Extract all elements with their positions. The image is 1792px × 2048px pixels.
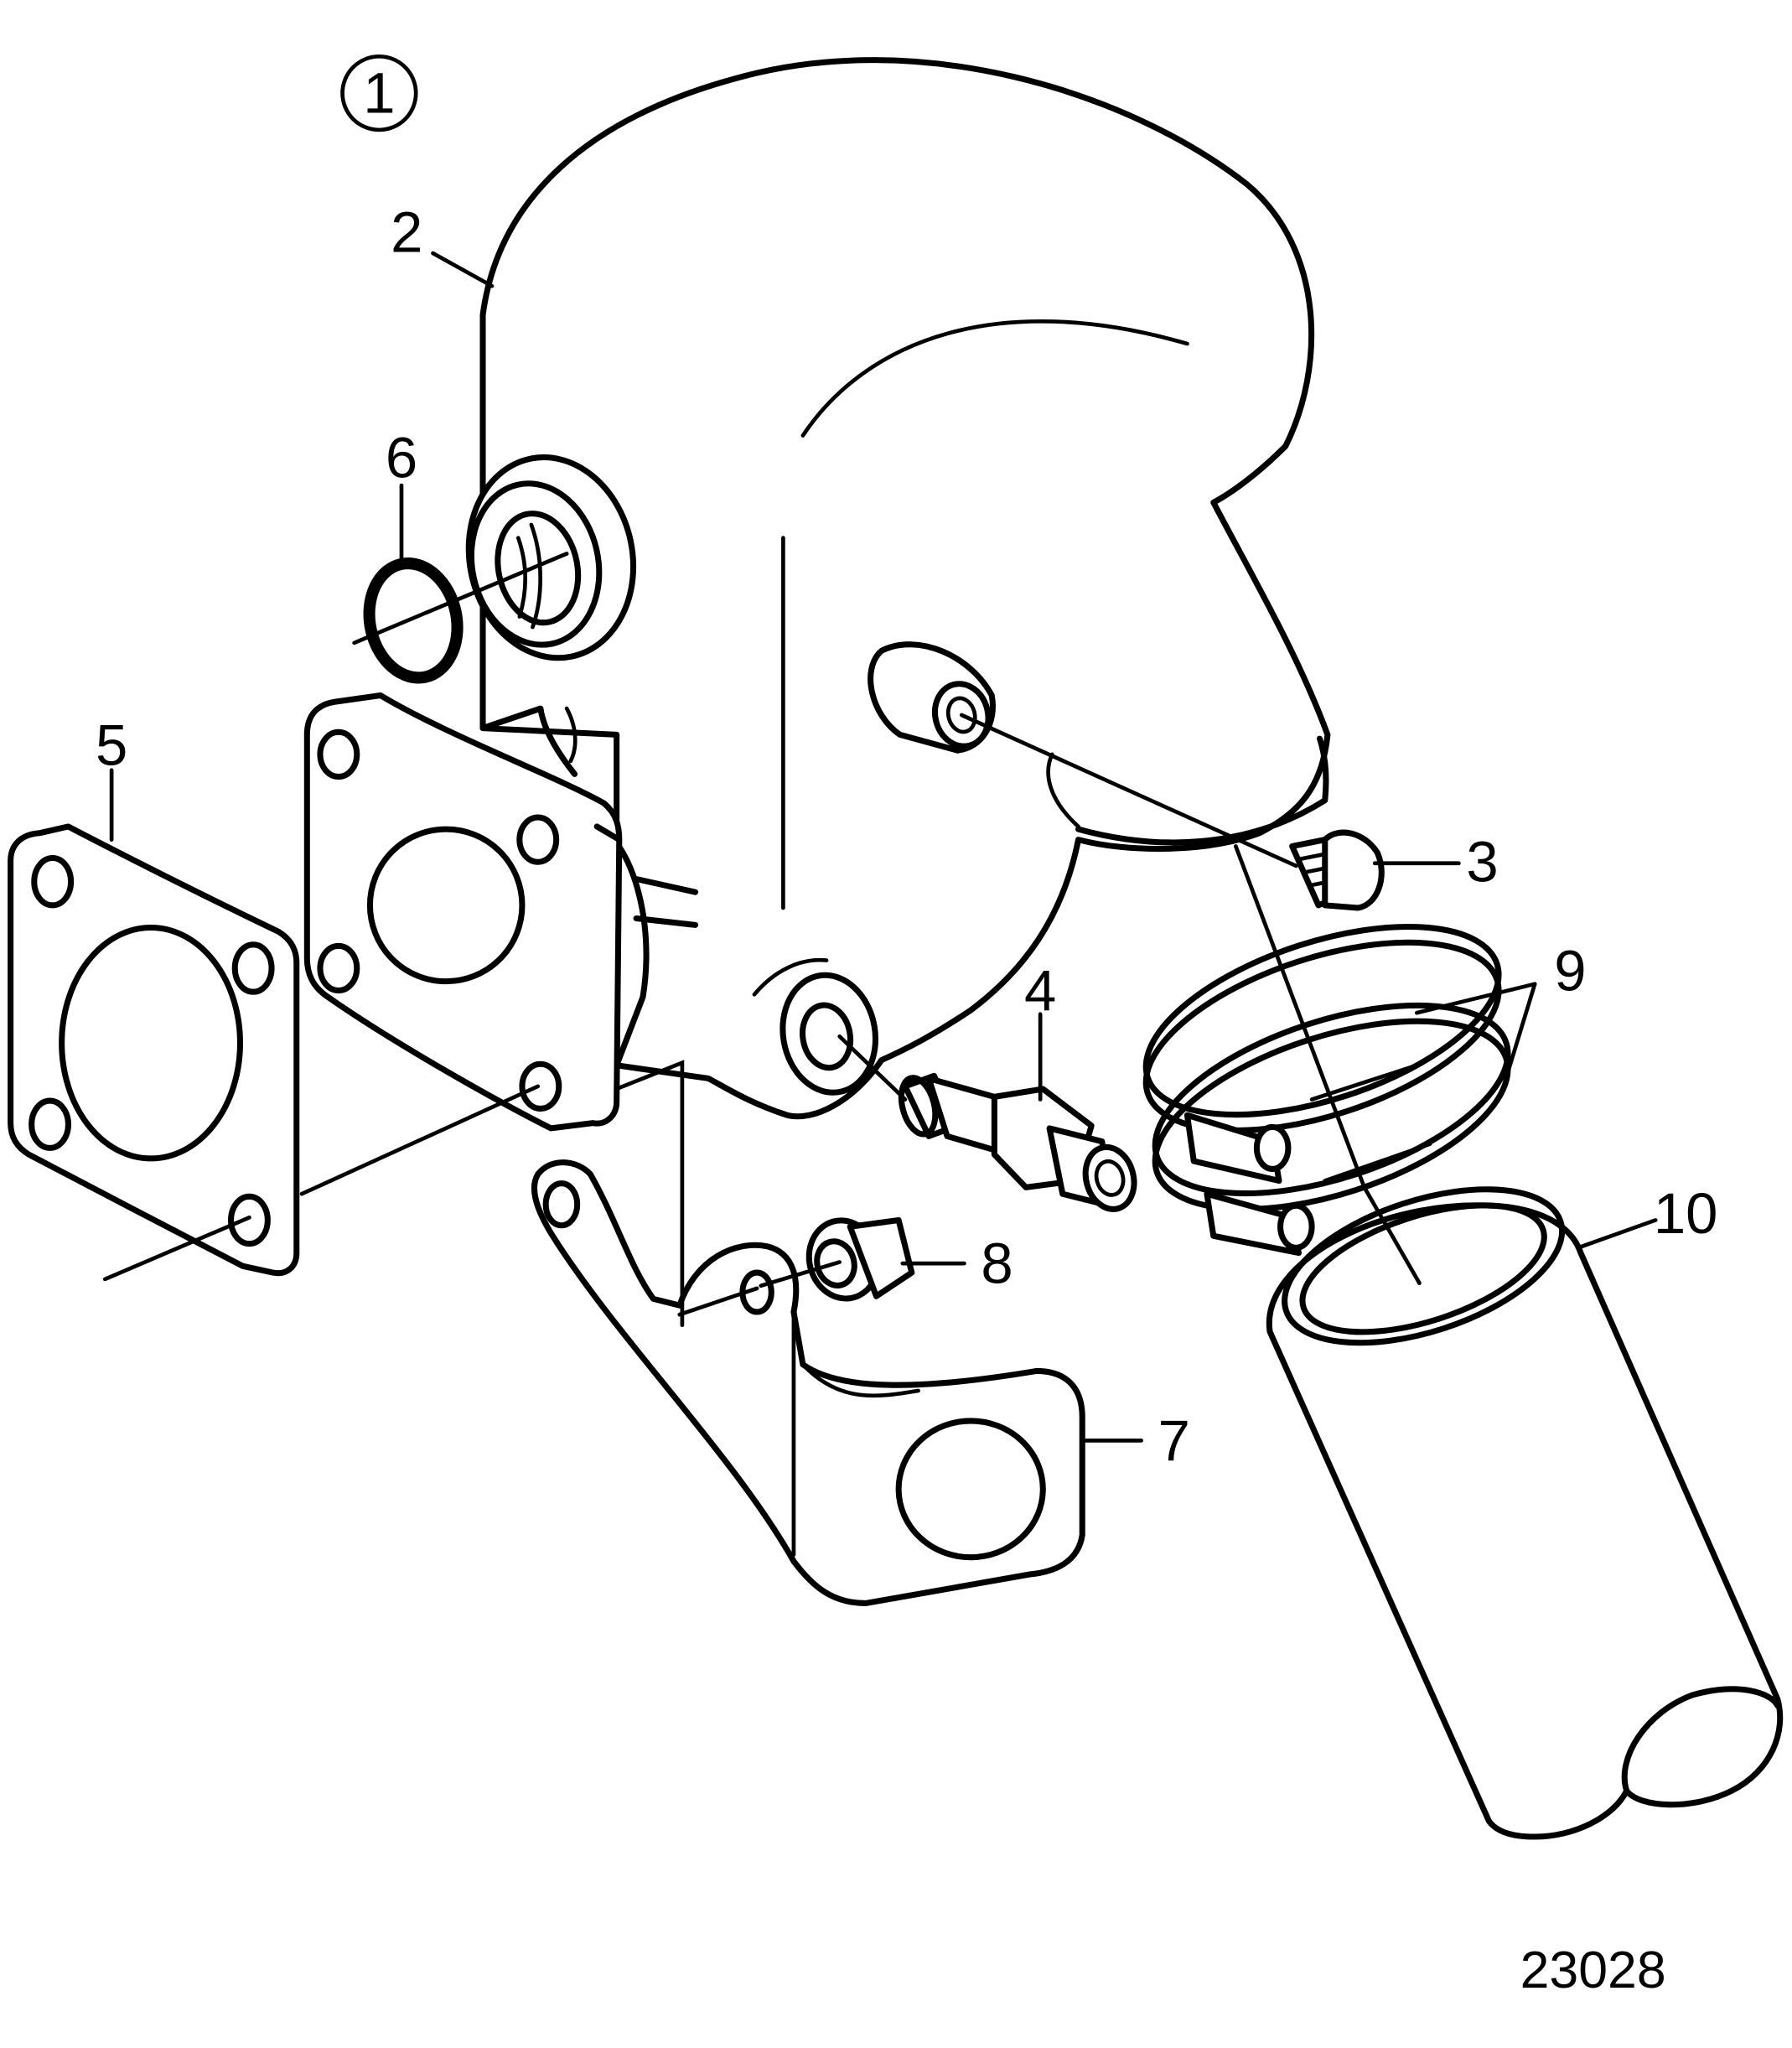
callout-5: 5	[96, 713, 127, 777]
plug	[1289, 829, 1385, 911]
hose-clamps	[1142, 923, 1511, 1257]
o-ring	[363, 557, 464, 684]
callout-8: 8	[981, 1231, 1013, 1296]
figure-number: 23028	[1520, 1941, 1666, 1999]
gasket	[8, 823, 300, 1277]
sensor	[898, 1072, 1137, 1212]
main-callout-circle	[340, 54, 418, 132]
callout-9: 9	[1554, 939, 1586, 1003]
assembly-lines	[102, 552, 1422, 1328]
callout-labels: 1 2 3 4 5 6 7 8 9 10 23028	[96, 54, 1718, 1999]
callout-6: 6	[386, 426, 417, 490]
callout-10: 10	[1654, 1181, 1718, 1246]
exhaust-elbow	[465, 57, 1331, 1120]
callout-2: 2	[391, 200, 422, 264]
elbow-flange	[303, 692, 623, 1132]
callout-3: 3	[1466, 830, 1498, 894]
flange-nut	[805, 1216, 915, 1302]
callout-leaders	[109, 251, 1658, 1443]
main-callout-label: 1	[363, 61, 395, 126]
callout-4: 4	[1024, 958, 1056, 1023]
callout-7: 7	[1158, 1408, 1190, 1473]
exhaust-hose	[1266, 1186, 1784, 1840]
bracket	[531, 1159, 1085, 1606]
